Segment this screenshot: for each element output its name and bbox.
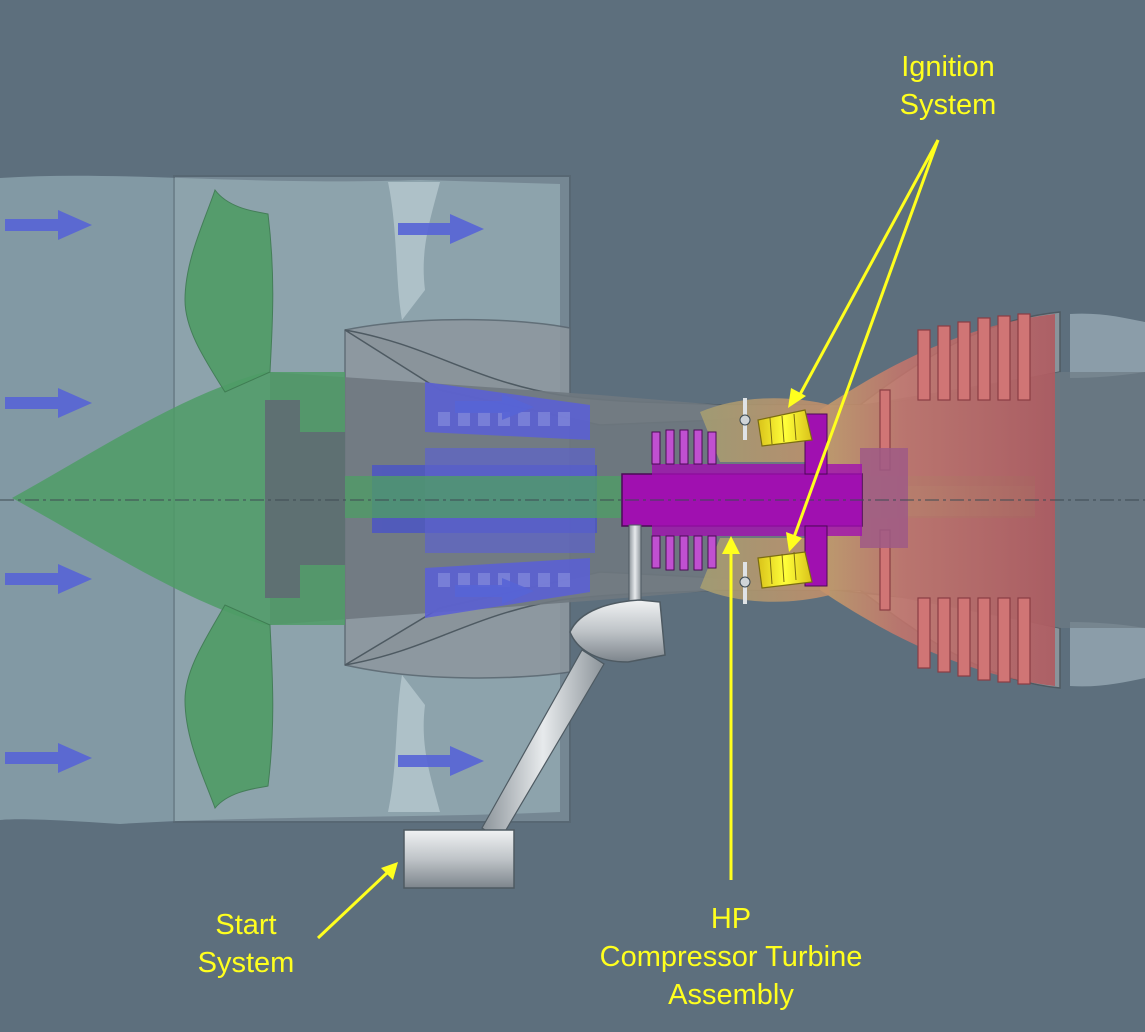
ignition-leader-upper xyxy=(795,139,940,401)
hp-label-line2: Compressor Turbine xyxy=(599,941,863,973)
flow-arrow xyxy=(5,388,92,418)
ignition-leader-lower xyxy=(791,139,940,541)
flow-arrow xyxy=(398,214,484,244)
outlet-guide-vane-bottom xyxy=(388,675,440,812)
start-system-assembly xyxy=(403,524,666,889)
airflow-arrows xyxy=(5,210,534,776)
hp-label-line1: HP xyxy=(710,903,752,935)
flow-arrow xyxy=(5,210,92,240)
turbine-disk xyxy=(860,448,908,548)
flow-arrow xyxy=(398,746,484,776)
ignition-label-line2: System xyxy=(899,89,997,121)
ignition-arrowhead-lower xyxy=(786,532,802,552)
starter-motor xyxy=(403,829,515,889)
ignition-system-label: Ignition System xyxy=(868,48,1028,124)
igniter-plug-upper xyxy=(739,398,813,447)
flow-arrow xyxy=(5,564,92,594)
exhaust-plug-upper xyxy=(1070,313,1145,378)
flow-arrow xyxy=(455,578,534,604)
hp-label-line3: Assembly xyxy=(668,979,794,1011)
fan-hub-block xyxy=(265,400,345,598)
start-leader xyxy=(316,870,390,940)
ignition-arrowhead-upper xyxy=(788,388,806,408)
callout-lines xyxy=(316,139,940,940)
start-system-label: Start System xyxy=(176,906,316,982)
outlet-guide-vane-top xyxy=(388,182,440,320)
hp-arrowhead xyxy=(722,536,740,554)
flow-arrow xyxy=(455,394,534,420)
igniter-plug-lower xyxy=(739,551,813,604)
starter-gearbox xyxy=(569,599,666,663)
fan-blade-top xyxy=(184,188,274,393)
start-label-line1: Start xyxy=(215,909,277,941)
ignition-label-line1: Ignition xyxy=(901,51,995,83)
turbine-blades xyxy=(879,313,1031,685)
fan-blade-bottom xyxy=(184,604,274,809)
flow-arrow xyxy=(5,743,92,773)
start-label-line2: System xyxy=(197,947,295,979)
starter-drive-shaft xyxy=(628,524,642,610)
start-arrowhead xyxy=(381,862,398,880)
fan-spinner xyxy=(12,372,345,625)
exhaust-plug-lower xyxy=(1070,622,1145,687)
hp-compressor-turbine-label: HP Compressor Turbine Assembly xyxy=(570,900,892,1014)
